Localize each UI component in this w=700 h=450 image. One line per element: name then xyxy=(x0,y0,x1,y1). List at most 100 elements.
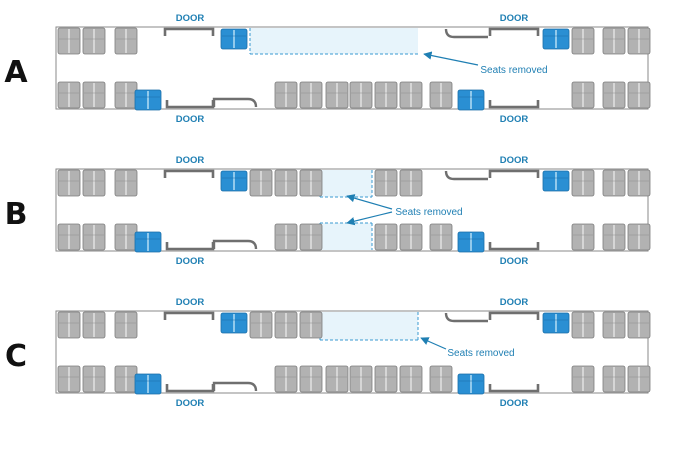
seat-icon xyxy=(374,81,398,109)
seat-icon xyxy=(299,223,323,251)
car-outline xyxy=(55,26,649,110)
seats-removed-area xyxy=(319,222,373,250)
partition-rail xyxy=(212,97,258,108)
seat-icon xyxy=(274,223,298,251)
seat-icon xyxy=(571,169,595,197)
priority-seat-icon xyxy=(220,312,248,334)
seat-icon xyxy=(82,311,106,339)
arrow-icon xyxy=(423,51,479,66)
seat-icon xyxy=(627,365,651,393)
layout-letter: C xyxy=(5,339,27,374)
seat-icon xyxy=(274,365,298,393)
door-label: DOOR xyxy=(176,13,205,24)
partition-rail xyxy=(444,312,488,323)
seat-icon xyxy=(114,311,138,339)
seat-icon xyxy=(82,81,106,109)
door-icon xyxy=(163,311,215,320)
seat-icon xyxy=(399,169,423,197)
door-label: DOOR xyxy=(500,256,529,267)
door-label: DOOR xyxy=(500,114,529,125)
seat-icon xyxy=(274,81,298,109)
seat-icon xyxy=(627,223,651,251)
seat-icon xyxy=(349,365,373,393)
seat-icon xyxy=(274,169,298,197)
seat-icon xyxy=(429,223,453,251)
priority-seat-icon xyxy=(457,89,485,111)
seats-removed-label: Seats removed xyxy=(447,348,514,359)
seat-icon xyxy=(325,365,349,393)
door-icon xyxy=(488,311,540,320)
arrow-icon xyxy=(346,211,393,226)
seat-icon xyxy=(627,169,651,197)
priority-seat-icon xyxy=(542,28,570,50)
door-icon xyxy=(163,27,215,36)
seat-icon xyxy=(602,223,626,251)
priority-seat-icon xyxy=(220,170,248,192)
seat-icon xyxy=(349,81,373,109)
door-icon xyxy=(488,242,540,251)
seat-icon xyxy=(399,81,423,109)
seat-icon xyxy=(114,223,138,251)
seat-icon xyxy=(399,365,423,393)
door-label: DOOR xyxy=(500,155,529,166)
seat-icon xyxy=(249,169,273,197)
partition-rail xyxy=(444,170,488,181)
seat-icon xyxy=(249,311,273,339)
door-label: DOOR xyxy=(176,297,205,308)
seats-removed-label: Seats removed xyxy=(395,207,462,218)
seat-icon xyxy=(82,27,106,55)
seat-icon xyxy=(429,365,453,393)
door-label: DOOR xyxy=(176,256,205,267)
door-icon xyxy=(165,384,215,393)
partition-rail xyxy=(212,239,258,250)
door-label: DOOR xyxy=(176,114,205,125)
door-label: DOOR xyxy=(176,155,205,166)
car-outline xyxy=(55,310,649,394)
seat-icon xyxy=(571,81,595,109)
door-icon xyxy=(163,169,215,178)
car-outline xyxy=(55,168,649,252)
seat-icon xyxy=(299,81,323,109)
seat-icon xyxy=(602,81,626,109)
arrow-icon xyxy=(420,337,447,350)
layout-b: B DOOR DOOR DOOR DOOR Seats removed xyxy=(5,155,651,267)
priority-seat-icon xyxy=(134,231,162,253)
seat-icon xyxy=(299,169,323,197)
priority-seat-icon xyxy=(134,89,162,111)
seat-icon xyxy=(274,311,298,339)
seat-icon xyxy=(374,169,398,197)
seat-icon xyxy=(627,311,651,339)
seat-icon xyxy=(429,81,453,109)
seat-icon xyxy=(602,365,626,393)
door-icon xyxy=(165,100,215,109)
seats-removed-area xyxy=(319,312,419,341)
layout-letter: B xyxy=(5,197,28,232)
seat-icon xyxy=(114,169,138,197)
seat-icon xyxy=(602,27,626,55)
seat-icon xyxy=(114,81,138,109)
seat-icon xyxy=(299,311,323,339)
layout-letter: A xyxy=(4,55,28,90)
seat-icon xyxy=(399,223,423,251)
arrow-icon xyxy=(346,194,393,210)
seats-removed-area xyxy=(319,170,373,198)
door-label: DOOR xyxy=(500,297,529,308)
seat-icon xyxy=(571,27,595,55)
door-icon xyxy=(488,384,540,393)
priority-seat-icon xyxy=(220,28,248,50)
seat-icon xyxy=(374,223,398,251)
seat-icon xyxy=(602,311,626,339)
seat-icon xyxy=(57,365,81,393)
seat-icon xyxy=(57,223,81,251)
priority-seat-icon xyxy=(134,373,162,395)
seat-icon xyxy=(627,27,651,55)
priority-seat-icon xyxy=(457,373,485,395)
seat-icon xyxy=(57,27,81,55)
priority-seat-icon xyxy=(542,312,570,334)
seat-icon xyxy=(57,169,81,197)
priority-seat-icon xyxy=(542,170,570,192)
door-icon xyxy=(488,27,540,36)
